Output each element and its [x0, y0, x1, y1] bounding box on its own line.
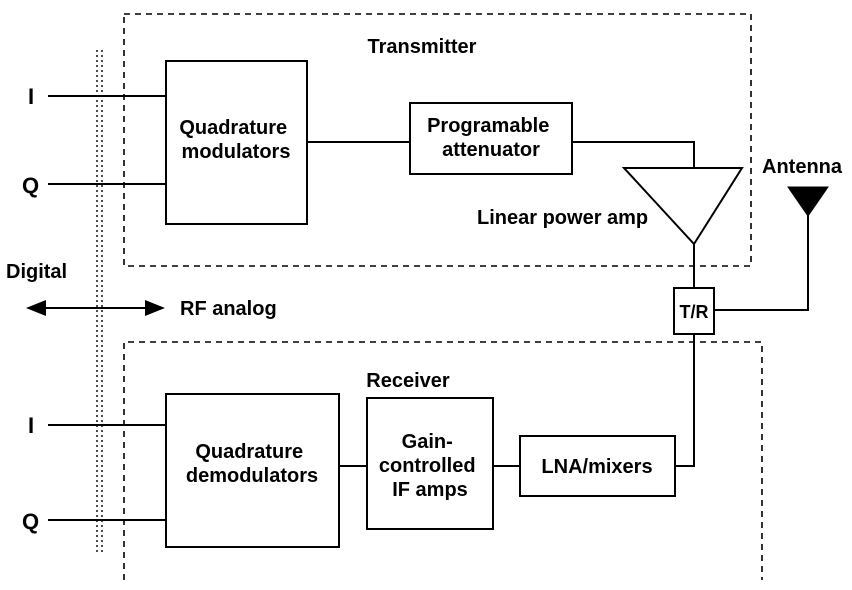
if-amps-block: [366, 397, 494, 530]
if-amps-label-line2: controlled: [379, 455, 476, 477]
demodulator-label: Quadrature demodulators: [186, 441, 318, 487]
right-arrow-head: [145, 300, 165, 316]
digital-label: Digital: [6, 261, 67, 283]
attenuator-label: Programable attenuator: [427, 115, 555, 161]
lna-to-tr-line: [675, 334, 695, 467]
attenuator-label-line1: Programable: [427, 115, 549, 137]
demodulator-label-line1: Quadrature: [195, 441, 303, 463]
rx-i-label: I: [28, 413, 34, 438]
quadrature-modulators-block: [165, 60, 308, 225]
receiver-title: Receiver: [366, 370, 450, 392]
modulator-label-line1: Quadrature: [179, 117, 287, 139]
antenna-label: Antenna: [762, 156, 843, 178]
filled-triangle-antenna-icon: [787, 186, 829, 217]
rf-analog-label: RF analog: [180, 298, 277, 320]
tx-i-label: I: [28, 84, 34, 109]
left-right-arrow-icon: [26, 300, 46, 316]
amp-label: Linear power amp: [477, 207, 648, 229]
programmable-attenuator-block: [409, 102, 573, 175]
transmitter-boundary: [123, 13, 752, 267]
tr-to-antenna-line: [714, 212, 809, 311]
modulator-label-line2: modulators: [182, 141, 291, 163]
demodulator-label-line2: demodulators: [186, 465, 318, 487]
triangle-amplifier-icon: [621, 167, 744, 246]
rx-q-label: Q: [22, 509, 39, 534]
lna-mixers-block: [519, 435, 676, 497]
tr-switch-label: T/R: [680, 302, 709, 322]
receiver-boundary: [123, 341, 763, 580]
tx-q-label: Q: [22, 173, 39, 198]
quadrature-demodulators-block: [165, 393, 340, 548]
if-amps-label-line3: IF amps: [392, 479, 468, 501]
lna-label: LNA/mixers: [541, 456, 652, 478]
transmitter-title: Transmitter: [368, 36, 477, 58]
if-amps-label-line1: Gain-: [402, 431, 453, 453]
if-amps-label: Gain- controlled IF amps: [379, 431, 481, 501]
modulator-label: Quadrature modulators: [179, 117, 292, 163]
attenuator-label-line2: attenuator: [442, 139, 540, 161]
atten-to-amp-line: [572, 141, 695, 168]
